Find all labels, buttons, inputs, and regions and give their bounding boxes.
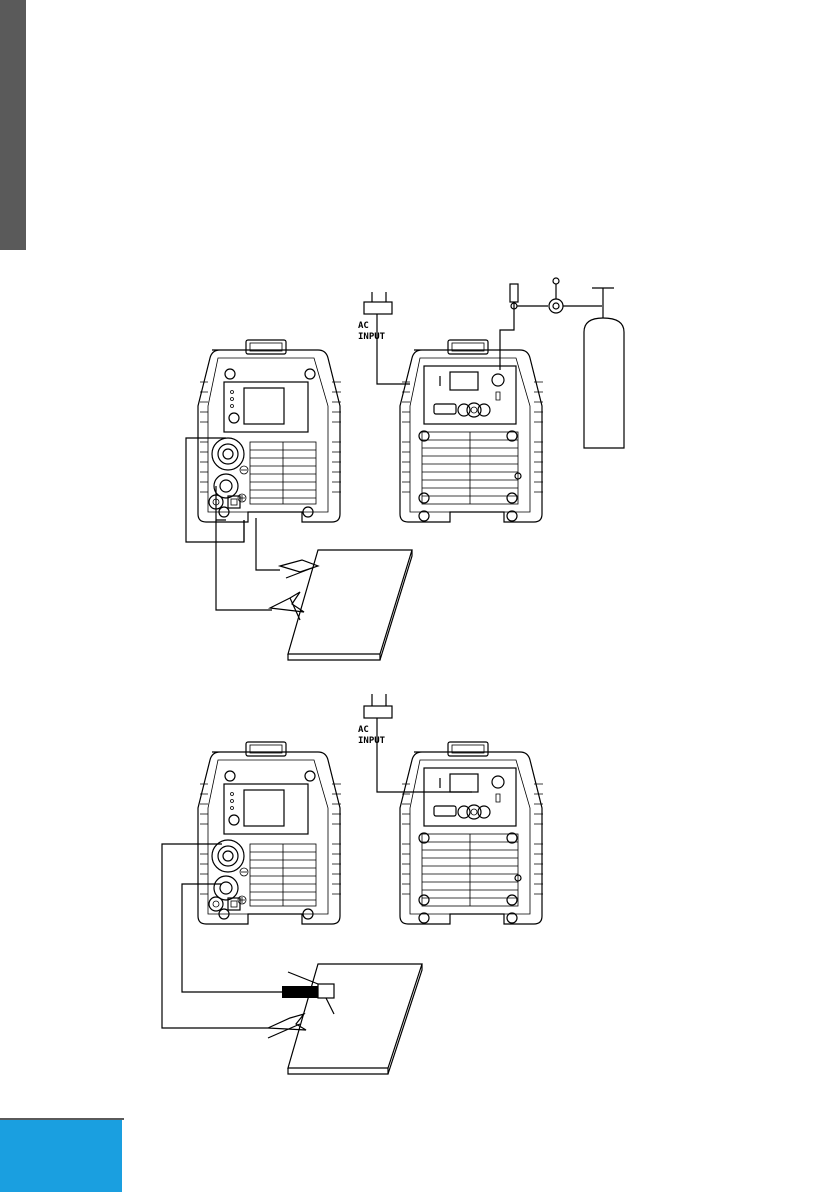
input-label: INPUT — [358, 332, 386, 342]
rear-unit-top — [400, 340, 543, 522]
cable-lines-bottom — [162, 844, 282, 1028]
ac-label: AC — [358, 321, 369, 331]
workpiece-top — [288, 550, 412, 660]
input-label-bottom: INPUT — [358, 736, 386, 746]
cable-lines-top — [186, 438, 280, 610]
front-unit-top — [198, 340, 341, 522]
gas-cylinder-icon — [584, 288, 624, 448]
electrode-holder-icon — [282, 972, 334, 1014]
rear-unit-bottom — [400, 742, 543, 924]
ac-label-bottom: AC — [358, 725, 369, 735]
front-unit-bottom — [198, 742, 341, 924]
